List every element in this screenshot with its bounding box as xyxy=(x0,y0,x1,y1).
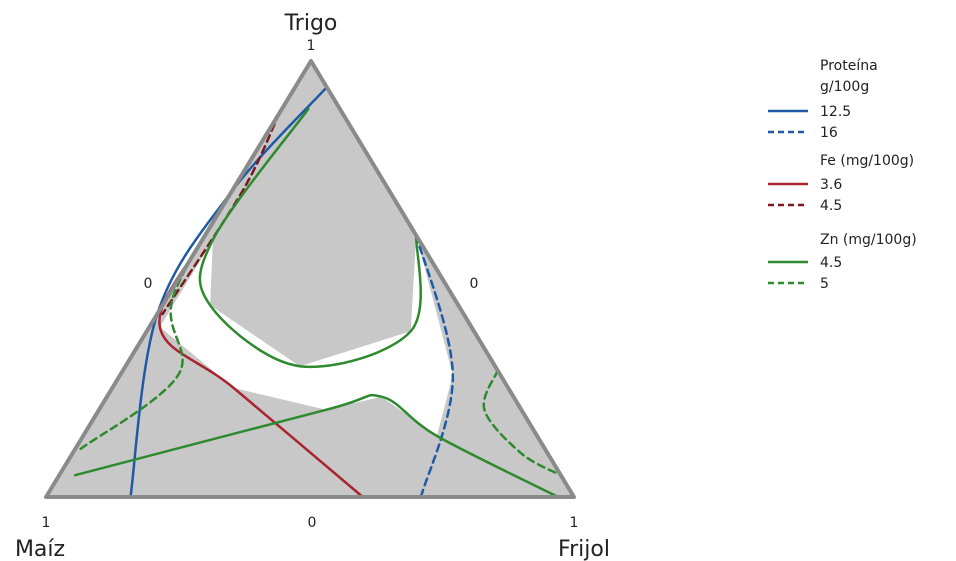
side-tick-right: 0 xyxy=(470,276,479,292)
vertex-label-right: Frijol xyxy=(558,537,610,561)
contour-zn-4-5-4 xyxy=(198,107,422,369)
ternary-triangle-fill xyxy=(46,61,574,497)
feasible-region xyxy=(159,235,453,436)
legend-label-fe-3-6: 3.6 xyxy=(820,177,842,193)
side-tick-bottom: 0 xyxy=(308,515,317,531)
legend-title-proteina-line2: g/100g xyxy=(820,79,869,95)
contour-proteina-16-1 xyxy=(414,234,455,499)
legend-label-proteina-16: 16 xyxy=(820,125,838,141)
vertex-label-top: Trigo xyxy=(284,11,338,36)
vertex-tick-right: 1 xyxy=(570,515,579,531)
legend-label-fe-4-5: 4.5 xyxy=(820,198,842,214)
vertex-tick-top: 1 xyxy=(307,38,316,54)
legend-label-proteina-12-5: 12.5 xyxy=(820,104,851,120)
legend-label-zn-4-5: 4.5 xyxy=(820,255,842,271)
contour-fe-4-5-3 xyxy=(161,112,281,316)
legend: Proteína g/100g 12.5 16 Fe (mg/100g) 3.6… xyxy=(768,58,917,292)
legend-title-proteina-line1: Proteína xyxy=(820,58,878,74)
contour-proteina-12-5-0 xyxy=(129,85,329,499)
legend-title-fe: Fe (mg/100g) xyxy=(820,153,914,169)
contour-zn-5-7 xyxy=(482,369,563,477)
ternary-triangle-outline xyxy=(44,59,576,499)
contour-zn-4-5-5 xyxy=(73,393,560,499)
legend-label-zn-5: 5 xyxy=(820,276,829,292)
vertex-tick-left: 1 xyxy=(42,515,51,531)
side-tick-left: 0 xyxy=(144,276,153,292)
vertex-label-left: Maíz xyxy=(15,537,65,561)
legend-title-zn: Zn (mg/100g) xyxy=(820,232,917,248)
